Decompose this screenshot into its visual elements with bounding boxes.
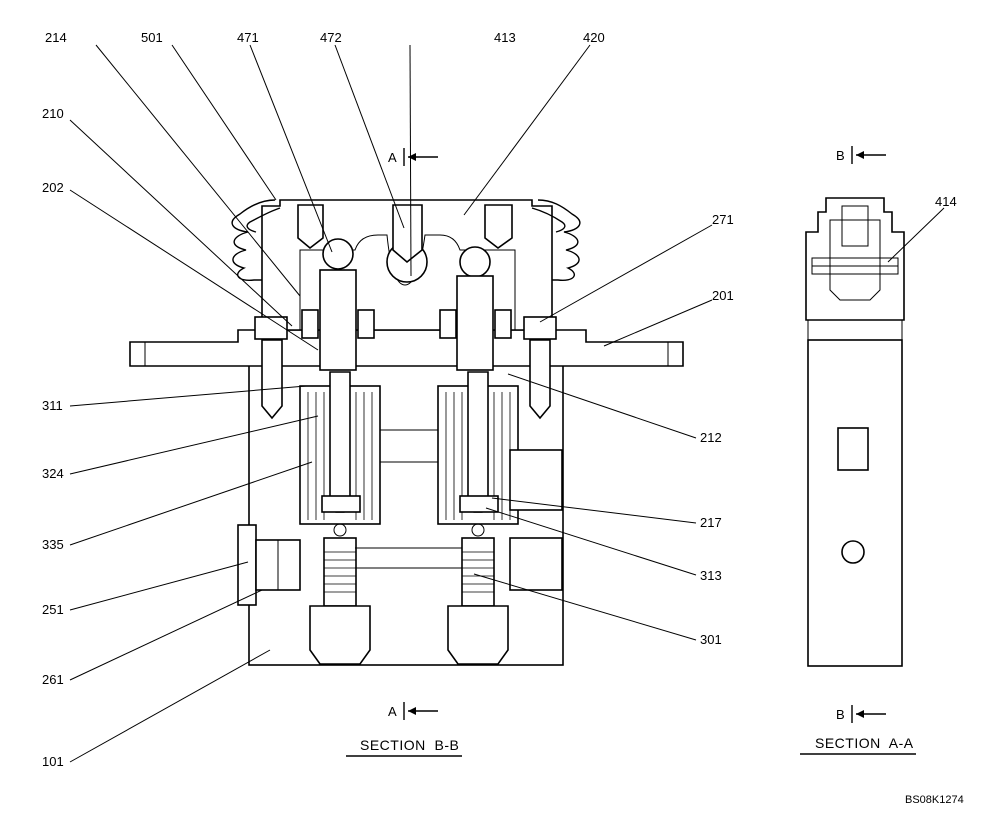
label-251: 251 xyxy=(42,602,64,617)
flange-bolt-left xyxy=(254,316,288,340)
part-labels: 214 501 471 472 413 420 210 202 271 201 … xyxy=(42,30,957,769)
center-bolt xyxy=(392,204,423,264)
section-arrows xyxy=(403,146,886,723)
section-labels: A A B B SECTION B-B SECTION A-A BS08K127… xyxy=(346,148,964,806)
label-311: 311 xyxy=(42,398,63,413)
label-313: 313 xyxy=(700,568,722,583)
drawing-reference: BS08K1274 xyxy=(905,794,964,806)
leader-lines xyxy=(69,44,945,763)
left-bolt xyxy=(297,204,324,250)
label-217: 217 xyxy=(700,515,722,530)
section-bb-view xyxy=(129,199,684,666)
plunger-left xyxy=(319,269,357,371)
lower-spool-right xyxy=(461,537,495,607)
section-marker-a-top: A xyxy=(388,150,397,165)
label-271: 271 xyxy=(712,212,734,227)
roller-left xyxy=(322,238,354,270)
spool-left xyxy=(329,371,351,513)
label-201: 201 xyxy=(712,288,734,303)
port-right xyxy=(447,605,509,665)
label-472: 472 xyxy=(320,30,342,45)
side-housing xyxy=(807,339,903,667)
side-port-hole xyxy=(841,540,865,564)
right-bolt xyxy=(484,204,513,249)
label-414: 414 xyxy=(935,194,957,209)
label-202: 202 xyxy=(42,180,64,195)
mounting-flange xyxy=(129,329,684,367)
spool-right xyxy=(467,371,489,513)
label-420: 420 xyxy=(583,30,605,45)
label-501: 501 xyxy=(141,30,163,45)
section-marker-b-top: B xyxy=(836,148,845,163)
label-471: 471 xyxy=(237,30,259,45)
label-214: 214 xyxy=(45,30,67,45)
label-335: 335 xyxy=(42,537,64,552)
boot-right xyxy=(537,199,581,282)
section-title-aa: SECTION A-A xyxy=(815,735,914,751)
label-261: 261 xyxy=(42,672,64,687)
port-left xyxy=(309,605,371,665)
label-101: 101 xyxy=(42,754,64,769)
label-301: 301 xyxy=(700,632,722,647)
label-324: 324 xyxy=(42,466,64,481)
flange-bolt-right xyxy=(523,316,557,340)
side-port-upper xyxy=(509,449,563,511)
boot-left xyxy=(231,199,276,282)
plunger-right xyxy=(456,275,494,371)
section-title-bb: SECTION B-B xyxy=(360,737,459,753)
lower-spool-left xyxy=(323,537,357,607)
plug-251 xyxy=(237,524,257,606)
section-marker-a-bottom: A xyxy=(388,704,397,719)
label-413: 413 xyxy=(494,30,516,45)
label-210: 210 xyxy=(42,106,64,121)
side-upper-casing xyxy=(805,197,905,321)
label-212: 212 xyxy=(700,430,722,445)
springs xyxy=(307,392,511,520)
section-marker-b-bottom: B xyxy=(836,707,845,722)
roller-right xyxy=(459,246,491,278)
side-window xyxy=(837,427,869,471)
side-port-lower xyxy=(509,537,563,591)
section-aa-view xyxy=(805,197,905,667)
